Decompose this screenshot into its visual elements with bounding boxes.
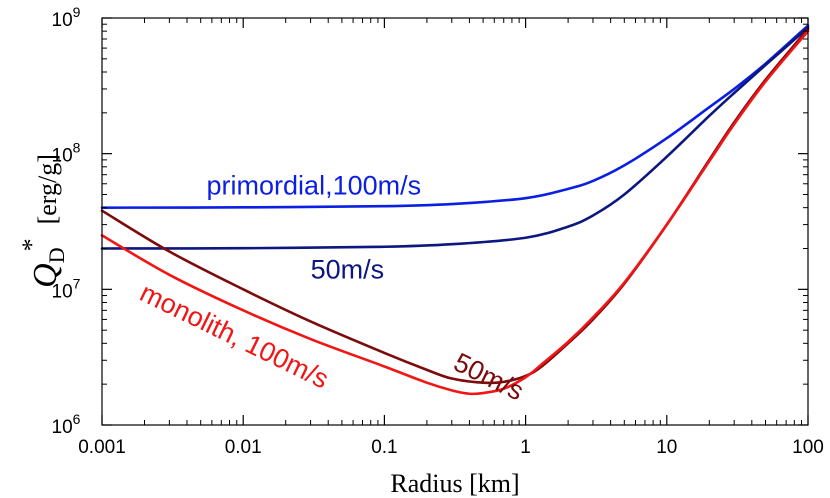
y-tick-base: 10: [52, 10, 73, 31]
y-tick-base: 10: [52, 146, 73, 167]
x-tick-label: 100: [792, 437, 824, 458]
series-label-0: primordial,100m/s: [207, 171, 422, 201]
y-tick-base: 10: [52, 417, 73, 438]
y-tick-exponent: 8: [73, 140, 81, 156]
data-curves: [100, 24, 810, 396]
y-tick-label: 107: [52, 275, 81, 302]
y-tick-label: 106: [52, 411, 81, 438]
y-tick-exponent: 6: [73, 411, 81, 427]
y-axis-symbol: Q: [27, 263, 64, 288]
y-axis-title: QD* [erg/g]: [17, 154, 69, 288]
x-axis-title: Radius [km]: [390, 469, 519, 498]
x-tick-label: 0.1: [371, 437, 397, 458]
y-axis-unit: [erg/g]: [33, 154, 62, 224]
series-line-3: [100, 29, 810, 396]
svg-text:QD*[erg/g]: QD* [erg/g]: [17, 154, 69, 288]
x-tick-label: 0.001: [78, 437, 126, 458]
y-tick-exponent: 7: [73, 275, 81, 291]
series-line-1: [100, 26, 810, 250]
x-tick-label: 1: [520, 437, 531, 458]
y-axis-subscript: D: [44, 247, 69, 263]
series-label-1: 50m/s: [311, 255, 385, 285]
axis-ticks: [101, 17, 809, 426]
series-line-0: [100, 24, 810, 209]
y-axis-superscript: *: [17, 238, 46, 251]
series-label-2: 50m/s: [449, 347, 528, 406]
y-tick-label: 108: [52, 140, 81, 167]
y-tick-base: 10: [52, 281, 73, 302]
x-tick-label: 0.01: [225, 437, 262, 458]
y-tick-exponent: 9: [73, 4, 81, 20]
plot-frame: [101, 17, 809, 426]
y-tick-label: 109: [52, 4, 81, 31]
x-tick-label: 10: [656, 437, 677, 458]
